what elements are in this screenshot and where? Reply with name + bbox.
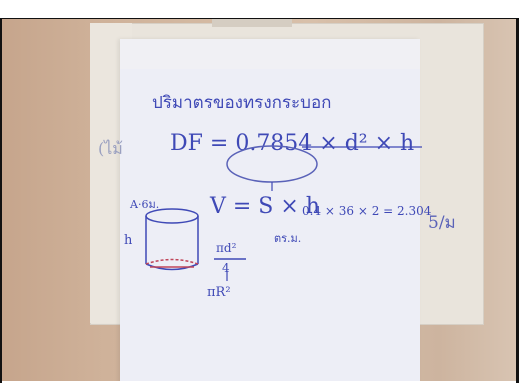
formula-circle [226, 145, 318, 183]
formula-v: V = S × h [210, 194, 320, 219]
cylinder-bottom-red [145, 258, 199, 265]
paper-top-fold [120, 39, 420, 69]
top-bar [0, 0, 519, 20]
cylinder-top [145, 208, 199, 224]
fraction-denominator: 4 [222, 261, 230, 275]
front-paper-sheet [120, 39, 420, 381]
fraction-numerator: πd² [216, 241, 237, 255]
heading-text: ปริมาตรของทรงกระบอก [152, 93, 332, 113]
paper-clip-area [212, 19, 292, 27]
ink-drawing [145, 145, 422, 281]
diagram-label: A·6ม. [130, 198, 160, 211]
cylinder-bottom [145, 263, 199, 271]
pi-r-squared: πR² [207, 285, 231, 300]
whiteboard-photo: (ไม้ 5/ม ปริมาตรของทรงกระบอก DF = 0.7854… [2, 19, 516, 381]
area-unit: ตร.ม. [274, 232, 302, 245]
left-border [0, 18, 2, 383]
calc-line: 0.4 × 36 × 2 = 2.304 [302, 204, 432, 218]
height-label: h [124, 233, 133, 248]
right-note: 5/ม [428, 213, 456, 233]
right-border [516, 18, 519, 383]
side-note: (ไม้ [98, 139, 123, 158]
formula-df: DF = 0.7854 × d² × h [170, 131, 415, 156]
